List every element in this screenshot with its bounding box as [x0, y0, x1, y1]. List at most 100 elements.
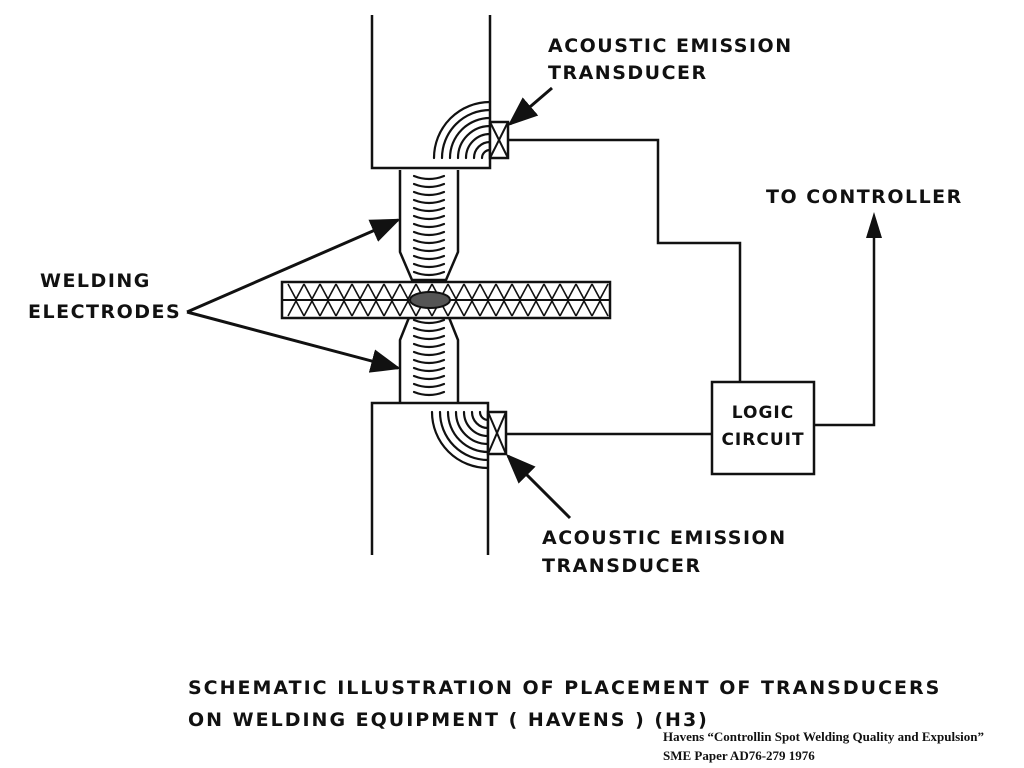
top-signal-wire	[508, 138, 742, 382]
wave-arc	[412, 366, 446, 373]
wave-arc	[412, 350, 446, 357]
wave-arc	[462, 410, 490, 438]
leader-arrow-upper-electrode	[186, 218, 401, 314]
to-controller-label: TO CONTROLLER	[766, 186, 963, 208]
caption-line2: ON WELDING EQUIPMENT ( HAVENS ) (H3)	[188, 709, 709, 731]
wave-arc	[412, 390, 446, 397]
hatch-mark	[303, 283, 321, 301]
hatch-mark	[447, 299, 465, 317]
hatch-mark	[335, 283, 353, 301]
top-transducer-icon	[488, 120, 510, 160]
logic-circuit-label-line1: LOGIC	[732, 403, 794, 423]
wave-arc	[470, 410, 490, 430]
wave-arc	[446, 410, 490, 454]
hatch-mark	[351, 283, 369, 301]
hatch-mark	[367, 299, 385, 317]
wave-arc	[464, 132, 492, 160]
hatch-mark	[543, 299, 561, 317]
hatch-mark	[479, 283, 497, 301]
hatch-mark	[575, 283, 593, 301]
hatch-mark	[527, 299, 545, 317]
hatch-mark	[367, 283, 385, 301]
bottom-transducer-icon	[486, 410, 508, 456]
hatch-mark	[287, 299, 305, 317]
hatch-mark	[591, 283, 609, 301]
wave-arc	[412, 262, 446, 269]
wave-arc	[440, 108, 492, 160]
wave-arc	[412, 238, 446, 245]
hatch-mark	[559, 299, 577, 317]
hatch-mark	[319, 283, 337, 301]
corner-acoustic-waves	[430, 100, 492, 470]
hatch-mark	[479, 299, 497, 317]
wave-arc	[412, 182, 446, 189]
hatch-mark	[495, 299, 513, 317]
wave-arc	[412, 206, 446, 213]
wave-arc	[412, 254, 446, 261]
wave-arc	[448, 116, 492, 160]
hatch-mark	[575, 299, 593, 317]
citation-line1: Havens “Controllin Spot Welding Quality …	[663, 729, 984, 744]
hatch-mark	[527, 283, 545, 301]
wave-arc	[412, 358, 446, 365]
hatch-mark	[463, 283, 481, 301]
wave-arc	[454, 410, 490, 446]
wave-arc	[412, 326, 446, 333]
leader-arrow-top-transducer	[507, 86, 553, 126]
wave-arc	[438, 410, 490, 462]
upper-electrode-holder	[370, 15, 492, 170]
citation-line2: SME Paper AD76-279 1976	[663, 748, 815, 763]
hatch-mark	[511, 299, 529, 317]
workpiece-sheets	[280, 280, 612, 320]
hatch-mark	[303, 299, 321, 317]
wave-arc	[412, 270, 446, 277]
hatch-mark	[335, 299, 353, 317]
controller-arrow-icon	[866, 212, 882, 238]
wave-arc	[456, 124, 492, 160]
wave-arc	[412, 230, 446, 237]
hatch-mark	[495, 283, 513, 301]
top-transducer-label-line1: ACOUSTIC EMISSION	[548, 35, 793, 57]
hatch-mark	[559, 283, 577, 301]
welding-electrodes-label-line2: ELECTRODES	[28, 301, 181, 323]
wave-arc	[412, 190, 446, 197]
wave-arc	[412, 342, 446, 349]
lower-electrode-tip	[398, 309, 460, 403]
upper-acoustic-waves	[412, 174, 446, 277]
wave-arc	[412, 382, 446, 389]
bottom-transducer-label-line2: TRANSDUCER	[542, 555, 702, 577]
hatch-mark	[399, 299, 417, 317]
hatch-mark	[447, 283, 465, 301]
bottom-transducer-label-line1: ACOUSTIC EMISSION	[542, 527, 787, 549]
wave-arc	[412, 198, 446, 205]
hatch-mark	[511, 283, 529, 301]
wave-arc	[430, 410, 490, 470]
wave-arc	[472, 140, 492, 160]
weld-nugget	[409, 291, 451, 309]
logic-circuit-label-line2: CIRCUIT	[721, 430, 804, 450]
controller-output-wire	[814, 222, 876, 427]
hatch-mark	[351, 299, 369, 317]
leader-arrow-lower-electrode	[186, 310, 401, 373]
wave-arc	[412, 334, 446, 341]
hatch-mark	[319, 299, 337, 317]
hatch-mark	[383, 299, 401, 317]
hatch-mark	[383, 283, 401, 301]
wave-arc	[412, 246, 446, 253]
wave-arc	[412, 318, 446, 325]
caption-line1: SCHEMATIC ILLUSTRATION OF PLACEMENT OF T…	[188, 677, 941, 699]
logic-circuit-box	[710, 380, 816, 476]
lower-electrode-holder	[370, 401, 490, 555]
hatch-mark	[591, 299, 609, 317]
welding-electrodes-label-line1: WELDING	[40, 270, 151, 292]
hatch-mark	[287, 283, 305, 301]
wave-arc	[412, 374, 446, 381]
wave-arc	[412, 214, 446, 221]
wave-arc	[412, 174, 446, 181]
hatch-mark	[543, 283, 561, 301]
wave-arc	[432, 100, 492, 160]
top-transducer-label-line2: TRANSDUCER	[548, 62, 708, 84]
wave-arc	[412, 222, 446, 229]
hatch-mark	[399, 283, 417, 301]
